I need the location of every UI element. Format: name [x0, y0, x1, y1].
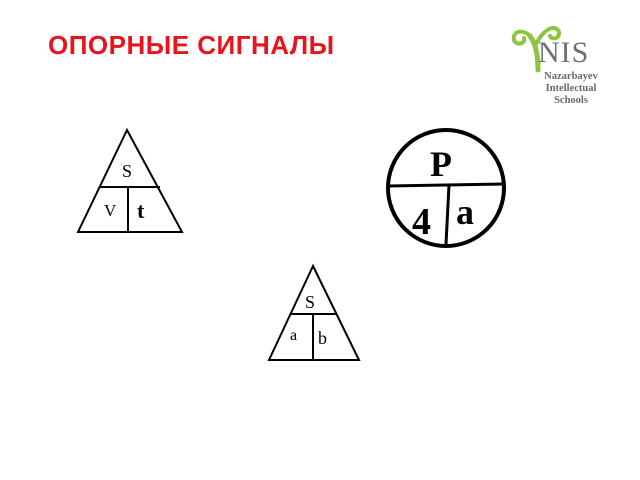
logo-line-1: Nazarbayev — [544, 71, 598, 82]
logo-caption: Nazarbayev Intellectual Schools — [526, 71, 616, 107]
label-a: a — [456, 192, 474, 232]
logo-mark: NIS — [538, 36, 590, 69]
label-t: t — [137, 198, 145, 223]
circle-divider-horizontal — [387, 182, 505, 188]
logo-line-2: Intellectual — [545, 83, 597, 94]
label-s: S — [305, 292, 315, 312]
circle-divider-vertical — [444, 184, 451, 245]
triangle-outline — [76, 127, 184, 233]
label-a: a — [290, 327, 297, 344]
slide-title: ОПОРНЫЕ СИГНАЛЫ — [48, 30, 335, 60]
label-p: P — [430, 144, 452, 184]
nis-logo: NIS Nazarbayev Intellectual Schools — [508, 18, 618, 118]
label-b: b — [318, 328, 327, 348]
triangle-distance-diagram: S V t — [76, 127, 184, 233]
logo-line-3: Schools — [554, 95, 588, 106]
sprout-icon — [511, 25, 561, 73]
circle-outline — [386, 128, 506, 248]
triangle-area-diagram: S a b — [267, 263, 361, 361]
circle-perimeter-diagram: P 4 a — [386, 128, 506, 248]
label-v: V — [104, 201, 117, 220]
label-s: S — [122, 161, 132, 181]
label-4: 4 — [412, 201, 431, 243]
